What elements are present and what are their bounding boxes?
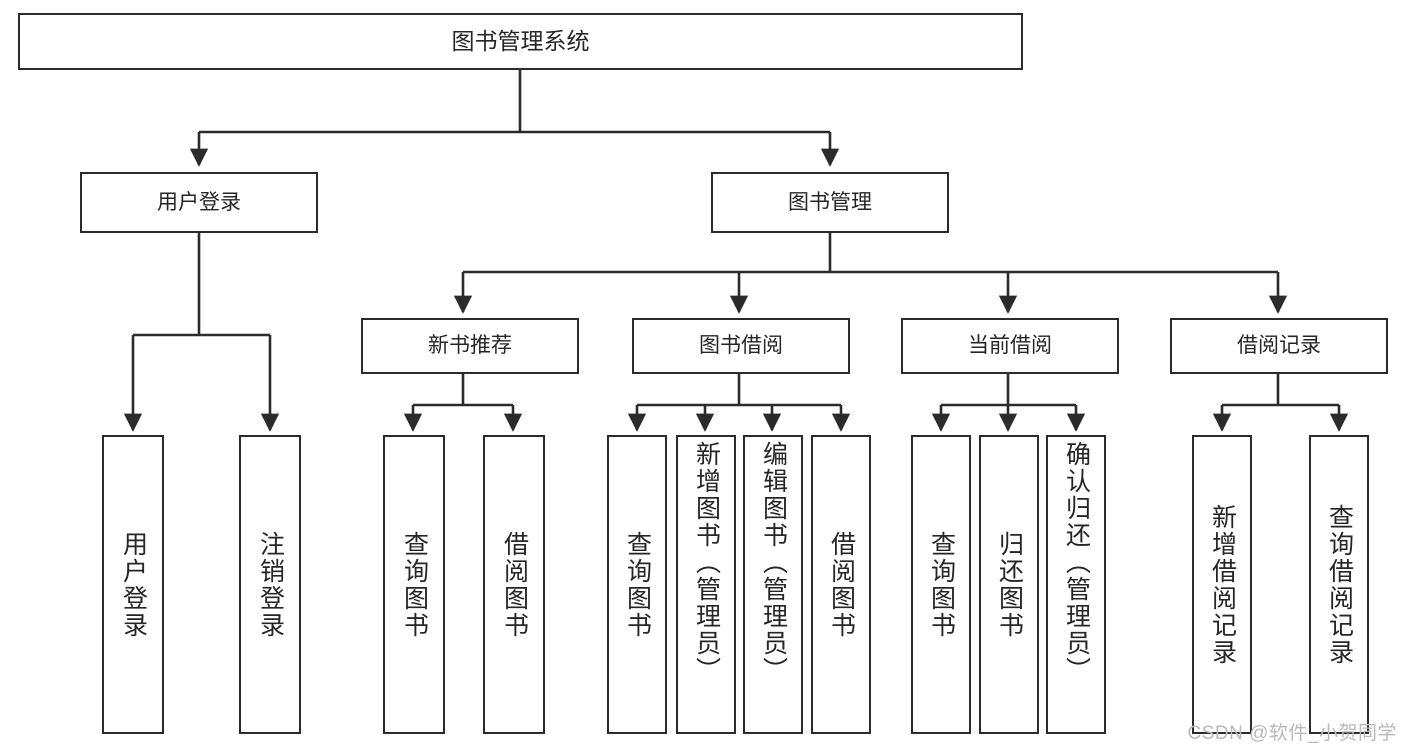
- node-book-management-label: 图书管理: [788, 190, 872, 214]
- watermark-text: CSDN @软件_小贺同学: [1187, 723, 1397, 744]
- leaf-add-book-admin-label: 新增图书（管理员）: [692, 441, 721, 684]
- leaf-borrow-book-recommend[interactable]: 借阅图书: [483, 435, 545, 734]
- leaf-confirm-return-admin[interactable]: 确认归还（管理员）: [1046, 435, 1106, 734]
- leaf-logout-login[interactable]: 注销登录: [239, 435, 301, 734]
- leaf-confirm-return-admin-label: 确认归还（管理员）: [1062, 441, 1091, 684]
- leaf-query-borrow-record-label: 查询借阅记录: [1325, 503, 1354, 666]
- leaf-return-book[interactable]: 归还图书: [979, 435, 1039, 734]
- leaf-user-login-label: 用户登录: [119, 530, 148, 639]
- leaf-borrow-book-borrow[interactable]: 借阅图书: [811, 435, 871, 734]
- leaf-add-borrow-record-label: 新增借阅记录: [1208, 503, 1237, 666]
- leaf-return-book-label: 归还图书: [995, 530, 1024, 639]
- leaf-borrow-book-recommend-label: 借阅图书: [500, 530, 529, 639]
- leaf-add-book-admin[interactable]: 新增图书（管理员）: [676, 435, 736, 734]
- node-borrow-record[interactable]: 借阅记录: [1170, 318, 1388, 374]
- node-root-book-management-system[interactable]: 图书管理系统: [18, 13, 1023, 70]
- leaf-query-book-current[interactable]: 查询图书: [911, 435, 971, 734]
- node-root-label: 图书管理系统: [451, 27, 590, 54]
- leaf-borrow-book-borrow-label: 借阅图书: [827, 530, 856, 639]
- node-current-borrow[interactable]: 当前借阅: [901, 318, 1119, 374]
- leaf-query-book-borrow-label: 查询图书: [623, 530, 652, 639]
- leaf-edit-book-admin-label: 编辑图书（管理员）: [759, 441, 788, 684]
- leaf-query-book-borrow[interactable]: 查询图书: [607, 435, 667, 734]
- node-book-borrow[interactable]: 图书借阅: [632, 318, 850, 374]
- node-new-book-recommend[interactable]: 新书推荐: [361, 318, 579, 374]
- node-book-borrow-label: 图书借阅: [699, 334, 783, 358]
- node-current-borrow-label: 当前借阅: [968, 334, 1052, 358]
- leaf-edit-book-admin[interactable]: 编辑图书（管理员）: [743, 435, 803, 734]
- node-book-management[interactable]: 图书管理: [711, 172, 949, 233]
- leaf-query-book-current-label: 查询图书: [927, 530, 956, 639]
- leaf-query-book-recommend-label: 查询图书: [400, 530, 429, 639]
- leaf-user-login[interactable]: 用户登录: [102, 435, 164, 734]
- leaf-add-borrow-record[interactable]: 新增借阅记录: [1192, 435, 1252, 734]
- node-new-book-recommend-label: 新书推荐: [428, 334, 512, 358]
- leaf-query-book-recommend[interactable]: 查询图书: [383, 435, 445, 734]
- node-user-login[interactable]: 用户登录: [80, 172, 318, 233]
- node-borrow-record-label: 借阅记录: [1237, 334, 1321, 358]
- leaf-logout-login-label: 注销登录: [256, 530, 285, 639]
- leaf-query-borrow-record[interactable]: 查询借阅记录: [1309, 435, 1369, 734]
- node-user-login-label: 用户登录: [157, 190, 241, 214]
